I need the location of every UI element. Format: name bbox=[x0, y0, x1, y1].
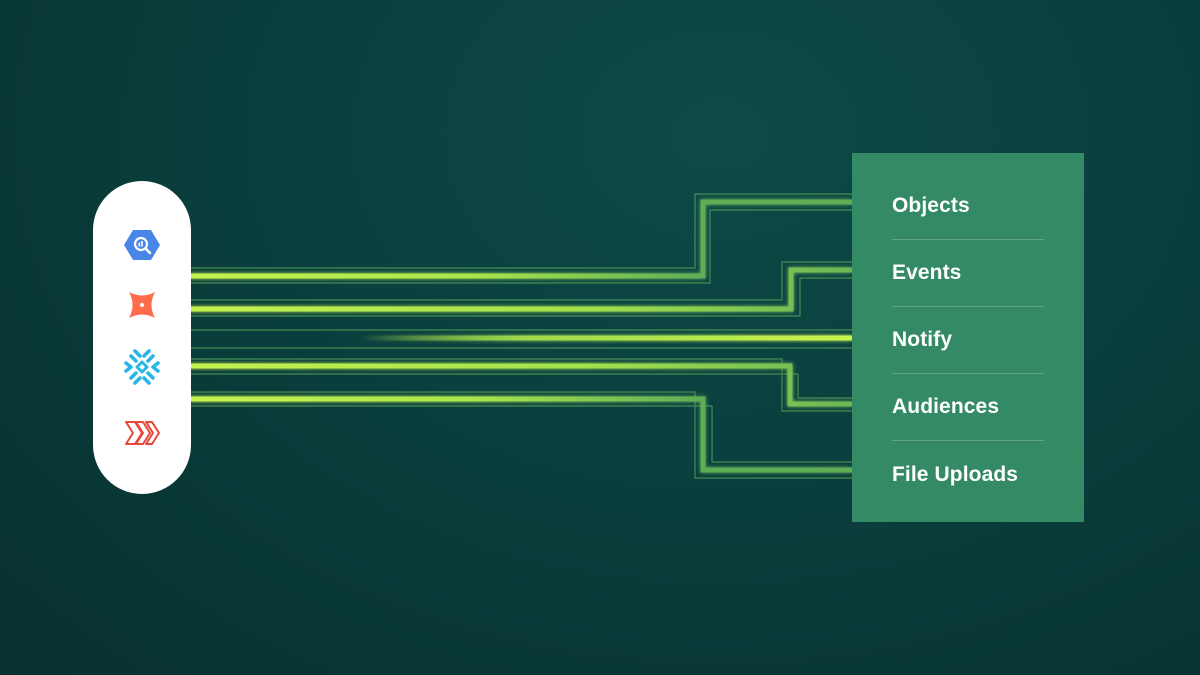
snowflake-icon bbox=[122, 347, 162, 387]
destination-audiences[interactable]: Audiences bbox=[892, 374, 1044, 441]
outline-traces bbox=[190, 193, 852, 479]
destinations-panel: Objects Events Notify Audiences File Upl… bbox=[852, 153, 1084, 522]
destination-events[interactable]: Events bbox=[892, 240, 1044, 307]
bigquery-icon bbox=[122, 225, 162, 265]
destination-notify[interactable]: Notify bbox=[892, 307, 1044, 374]
destination-objects[interactable]: Objects bbox=[892, 173, 1044, 240]
redshift-icon bbox=[122, 413, 162, 453]
line-audiences bbox=[190, 363, 852, 407]
line-objects bbox=[190, 199, 852, 279]
line-file-uploads bbox=[190, 396, 852, 473]
line-events bbox=[190, 267, 852, 312]
dbt-icon bbox=[122, 285, 162, 325]
bright-traces bbox=[190, 199, 852, 473]
destination-file-uploads[interactable]: File Uploads bbox=[892, 462, 1019, 486]
